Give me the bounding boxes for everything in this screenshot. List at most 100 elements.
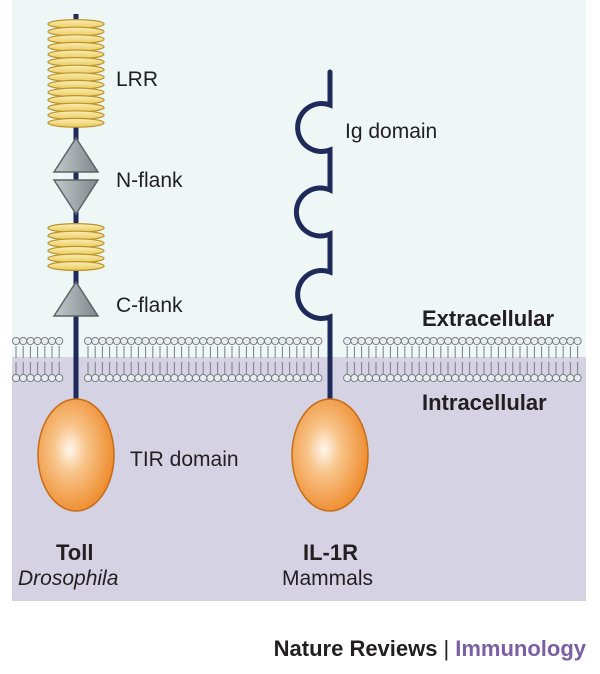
lipid-head: [98, 373, 107, 383]
lipid-head: [501, 336, 510, 346]
lipid-head: [83, 336, 93, 346]
lipid-head: [134, 336, 143, 346]
lipid-head: [350, 373, 359, 383]
lipid-head: [436, 336, 445, 346]
lipid-head: [364, 373, 373, 383]
lipid-head: [393, 373, 402, 383]
lipid-head: [242, 373, 251, 383]
intracellular-label: Intracellular: [422, 390, 547, 415]
lipid-head: [400, 373, 409, 383]
lipid-head: [40, 336, 49, 346]
lipid-head: [314, 336, 323, 346]
lipid-head: [26, 373, 35, 383]
lipid-head: [415, 336, 424, 346]
ig-domain-label: Ig domain: [345, 120, 438, 143]
lipid-head: [227, 373, 237, 383]
lipid-head: [292, 336, 301, 346]
extracellular-label: Extracellular: [422, 306, 555, 331]
lipid-head: [400, 336, 409, 346]
lipid-head: [443, 336, 453, 346]
lipid-head: [163, 336, 172, 346]
lipid-head: [523, 373, 532, 383]
lipid-head: [530, 373, 539, 383]
lipid-head: [119, 373, 129, 383]
toll-name: Toll: [56, 540, 94, 565]
lipid-head: [472, 373, 481, 383]
lipid-head: [256, 336, 265, 346]
lipid-head: [91, 336, 100, 346]
toll-species: Drosophila: [18, 567, 119, 590]
lipid-head: [299, 336, 309, 346]
lipid-head: [47, 373, 57, 383]
lipid-head: [177, 336, 186, 346]
lipid-head: [451, 336, 460, 346]
lipid-head: [112, 336, 121, 346]
lipid-head: [55, 373, 64, 383]
lipid-head: [357, 373, 366, 383]
journal-credit: Nature Reviews|Immunology: [274, 636, 586, 662]
lipid-head: [199, 373, 208, 383]
lipid-head: [213, 373, 222, 383]
lipid-head: [386, 336, 395, 346]
lipid-head: [523, 336, 532, 346]
lipid-head: [573, 336, 582, 346]
lrr-label: LRR: [116, 68, 159, 91]
lipid-head: [271, 373, 280, 383]
lipid-head: [206, 373, 215, 383]
lipid-head: [537, 373, 546, 383]
lipid-head: [227, 336, 237, 346]
lipid-head: [11, 336, 21, 346]
lipid-head: [566, 373, 575, 383]
toll-n-flank: [52, 136, 100, 216]
lipid-head: [177, 373, 186, 383]
lipid-head: [501, 373, 510, 383]
lipid-head: [487, 373, 496, 383]
lipid-head: [141, 336, 150, 346]
n-flank-label: N-flank: [116, 169, 183, 192]
lipid-head: [343, 336, 352, 346]
il1r-backbone: [293, 69, 333, 413]
lipid-head: [479, 373, 489, 383]
il1r-name: IL-1R: [303, 540, 358, 565]
lipid-head: [278, 336, 287, 346]
toll-lrr-stack-lower: [47, 223, 105, 272]
lipid-head: [537, 336, 546, 346]
lipid-head: [436, 373, 445, 383]
lipid-head: [422, 373, 431, 383]
lipid-head: [170, 373, 179, 383]
lipid-head: [544, 373, 553, 383]
n-flank-triangle-down: [52, 179, 100, 216]
lipid-head: [307, 336, 316, 346]
lipid-head: [566, 336, 575, 346]
lipid-head: [40, 373, 49, 383]
lipid-head: [364, 336, 373, 346]
lipid-head: [47, 336, 57, 346]
lipid-head: [371, 373, 381, 383]
lipid-head: [83, 373, 93, 383]
lipid-head: [357, 336, 366, 346]
lipid-head: [256, 373, 265, 383]
lipid-head: [19, 373, 28, 383]
lipid-head: [386, 373, 395, 383]
journal-section: Immunology: [455, 636, 586, 661]
lipid-head: [263, 373, 273, 383]
lipid-head: [155, 336, 165, 346]
lrr-disc: [47, 261, 105, 272]
lipid-head: [148, 373, 157, 383]
lipid-head: [465, 373, 474, 383]
lipid-head: [407, 373, 417, 383]
lipid-head: [379, 373, 388, 383]
lipid-head: [343, 373, 352, 383]
lipid-head: [285, 373, 294, 383]
tir-domain-label: TIR domain: [130, 448, 239, 471]
lipid-head: [559, 373, 568, 383]
lipid-head: [508, 373, 517, 383]
lipid-head: [33, 336, 42, 346]
lipid-head: [148, 336, 157, 346]
lipid-head: [465, 336, 474, 346]
lipid-head: [213, 336, 222, 346]
il1r-tir-domain: [291, 398, 369, 512]
lipid-head: [559, 336, 568, 346]
lipid-head: [515, 336, 525, 346]
